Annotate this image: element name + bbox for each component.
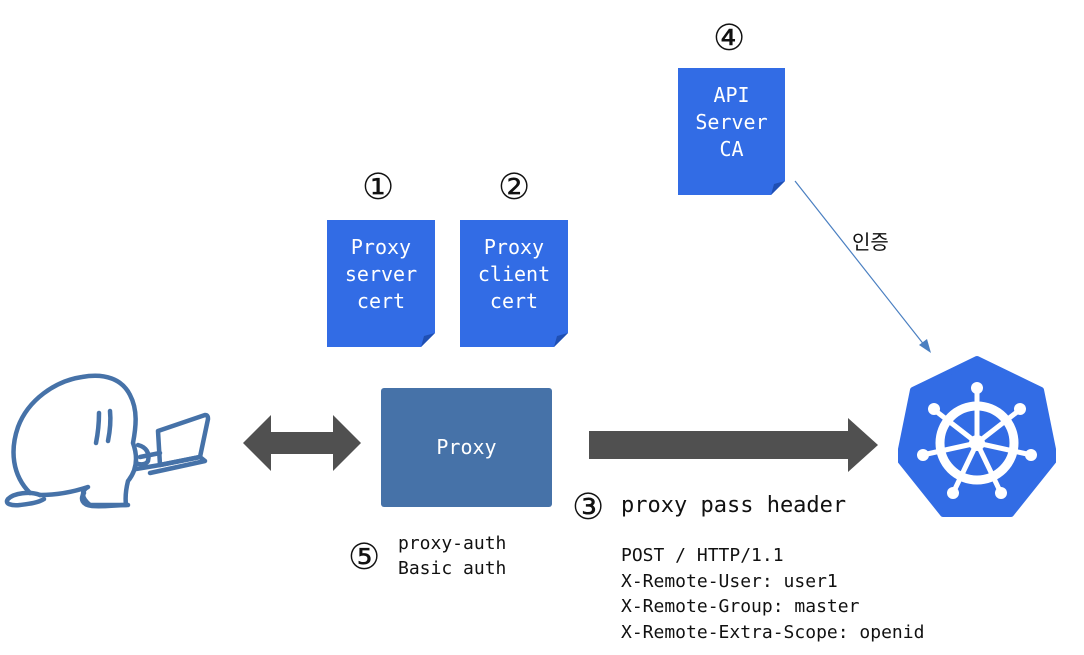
document-icon (460, 220, 568, 347)
header-line: X-Remote-User: user1 (621, 570, 838, 592)
header-line: POST / HTTP/1.1 (621, 545, 784, 566)
pass-header-title: proxy pass header (621, 493, 847, 518)
right-arrow-icon (589, 418, 878, 472)
header-line: X-Remote-Group: master (621, 596, 860, 617)
document-icon (327, 220, 435, 347)
user-with-laptop-icon (4, 373, 211, 509)
marker-4: ④ (713, 18, 746, 59)
marker-2: ② (498, 167, 531, 208)
kubernetes-logo-icon (898, 356, 1056, 517)
proxy-auth-line: proxy-auth (398, 533, 507, 554)
proxy-server-cert-label: Proxy server cert (344, 235, 418, 313)
double-arrow-icon (243, 415, 361, 471)
api-server-ca-label: API Server CA (695, 83, 768, 161)
proxy-label: Proxy (436, 435, 497, 459)
api-server-ca-doc: API Server CA (678, 68, 785, 195)
proxy-auth-text: proxy-auth Basic auth (398, 531, 506, 581)
marker-5: ⑤ (348, 537, 381, 578)
pass-header-block: POST / HTTP/1.1 X-Remote-User: user1 X-R… (621, 543, 924, 645)
proxy-server-cert-doc: Proxy server cert (327, 220, 435, 347)
basic-auth-line: Basic auth (398, 558, 507, 579)
proxy-box: Proxy (381, 388, 552, 507)
auth-edge-label: 인증 (852, 230, 889, 254)
proxy-client-cert-doc: Proxy client cert (460, 220, 568, 347)
proxy-client-cert-label: Proxy client cert (477, 235, 551, 313)
marker-1: ① (362, 167, 395, 208)
header-line: X-Remote-Extra-Scope: openid (621, 621, 925, 643)
marker-3: ③ (572, 487, 605, 528)
document-icon (678, 68, 785, 195)
